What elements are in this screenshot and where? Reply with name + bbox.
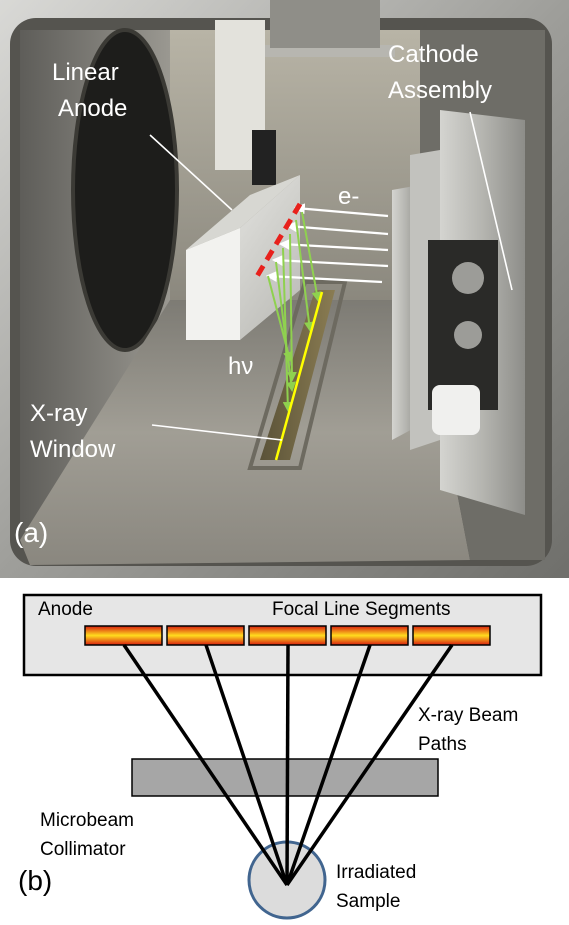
beam-path-4 bbox=[285, 644, 372, 886]
ceramic-insulator bbox=[432, 385, 480, 435]
label-xray-window-1: X-ray bbox=[30, 400, 87, 427]
electron-arrow bbox=[265, 270, 383, 284]
leader-anode bbox=[149, 134, 233, 211]
focal-segment-2 bbox=[166, 625, 245, 646]
leader-window bbox=[151, 424, 283, 441]
focal-segment-1 bbox=[84, 625, 163, 646]
photon-ray bbox=[282, 247, 293, 412]
chamber-floor bbox=[20, 300, 470, 565]
label-collimator-2: Collimator bbox=[40, 839, 126, 860]
photon-ray bbox=[301, 211, 322, 302]
label-electron: e- bbox=[338, 183, 359, 210]
focal-segment-5 bbox=[412, 625, 491, 646]
label-photon: hν bbox=[228, 353, 253, 380]
photon-ray bbox=[286, 233, 297, 382]
panel-b-schematic: Anode Focal Line Segments X-ray Beam Pat… bbox=[0, 578, 569, 925]
label-sample-2: Sample bbox=[336, 891, 400, 912]
photon-ray bbox=[275, 261, 296, 392]
panel-a-photo: Linear Anode Cathode Assembly e- hν X-ra… bbox=[0, 0, 569, 578]
label-anode: Anode bbox=[38, 599, 93, 620]
beam-path-5 bbox=[285, 644, 454, 886]
xray-window-slot bbox=[260, 290, 335, 460]
electron-arrow bbox=[293, 203, 389, 218]
focal-line-dashed bbox=[253, 202, 303, 280]
focal-segment-4 bbox=[330, 625, 409, 646]
label-cathode-2: Assembly bbox=[388, 77, 492, 104]
label-linear-anode-1: Linear bbox=[52, 59, 119, 86]
xray-beam-paths bbox=[122, 644, 454, 886]
focal-segments bbox=[84, 625, 491, 646]
leader-cathode bbox=[469, 111, 513, 291]
label-xray-window-2: Window bbox=[30, 436, 116, 463]
panel-b-tag: (b) bbox=[18, 865, 52, 896]
panel-a-tag: (a) bbox=[14, 517, 48, 548]
label-focal-segments: Focal Line Segments bbox=[272, 599, 451, 620]
label-beam-paths-1: X-ray Beam bbox=[418, 705, 518, 726]
beam-path-3 bbox=[285, 644, 290, 886]
photon-rays bbox=[267, 211, 322, 412]
anode-stem bbox=[252, 130, 276, 185]
label-linear-anode-2: Anode bbox=[58, 95, 127, 122]
photon-ray bbox=[295, 219, 314, 332]
focal-segment-3 bbox=[248, 625, 327, 646]
beam-path-2 bbox=[204, 644, 289, 886]
label-cathode-1: Cathode bbox=[388, 41, 479, 68]
label-collimator-1: Microbeam bbox=[40, 810, 134, 831]
label-beam-paths-2: Paths bbox=[418, 734, 467, 755]
beam-geometry-diagram: Anode Focal Line Segments X-ray Beam Pat… bbox=[18, 593, 543, 920]
side-port bbox=[73, 30, 177, 350]
label-sample-1: Irradiated bbox=[336, 862, 416, 883]
chamber-photo-illustration: Linear Anode Cathode Assembly e- hν X-ra… bbox=[0, 0, 569, 578]
window-line bbox=[274, 291, 324, 461]
electron-arrow bbox=[271, 254, 389, 268]
beam-path-1 bbox=[122, 644, 289, 886]
microbeam-collimator bbox=[131, 758, 439, 797]
